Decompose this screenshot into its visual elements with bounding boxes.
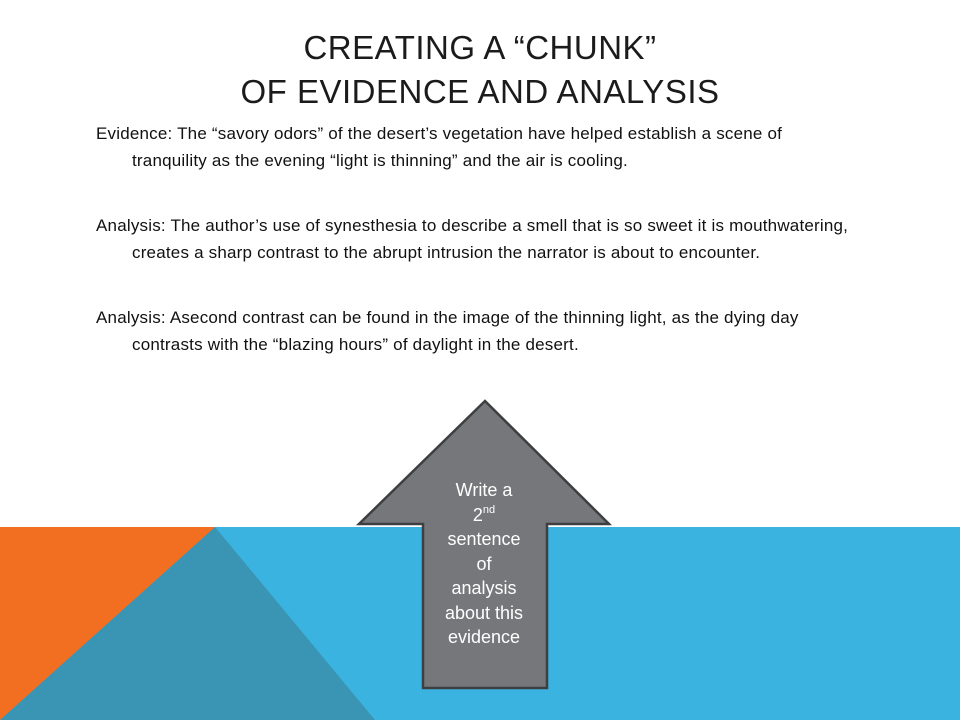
- arrow-ordinal-suffix: nd: [482, 503, 496, 516]
- arrow-line-4: of: [476, 553, 492, 574]
- evidence-text: The “savory odors” of the desert’s veget…: [132, 124, 783, 170]
- arrow-line-2: 2nd: [428, 503, 540, 528]
- teal-triangle: [0, 527, 375, 720]
- body-text: Evidence: The “savory odors” of the dese…: [96, 120, 856, 358]
- arrow-ordinal: 2: [472, 504, 483, 525]
- title-line-1: CREATING A “CHUNK”: [303, 29, 657, 66]
- arrow-line-1: Write a: [455, 480, 513, 500]
- arrow-callout-text: Write a 2nd sentence of analysis about t…: [428, 478, 540, 650]
- title-line-2: OF EVIDENCE AND ANALYSIS: [240, 73, 720, 110]
- evidence-paragraph: Evidence: The “savory odors” of the dese…: [96, 120, 856, 174]
- analysis-paragraph-1: Analysis: The author’s use of synesthesi…: [96, 212, 856, 266]
- arrow-line-7: evidence: [447, 627, 521, 647]
- up-arrow-shape: [355, 399, 613, 690]
- evidence-label: Evidence:: [96, 124, 173, 143]
- analysis-text-2: Asecond contrast can be found in the ima…: [132, 308, 799, 354]
- slide-title: CREATING A “CHUNK” OF EVIDENCE AND ANALY…: [0, 26, 960, 114]
- analysis-label-2: Analysis:: [96, 308, 166, 327]
- arrow-line-5: analysis: [451, 578, 517, 598]
- arrow-line-6: about this: [444, 602, 524, 623]
- analysis-text-1: The author’s use of synesthesia to descr…: [132, 216, 849, 262]
- analysis-label-1: Analysis:: [96, 216, 166, 235]
- arrow-line-3: sentence: [447, 529, 521, 549]
- analysis-paragraph-2: Analysis: Asecond contrast can be found …: [96, 304, 856, 358]
